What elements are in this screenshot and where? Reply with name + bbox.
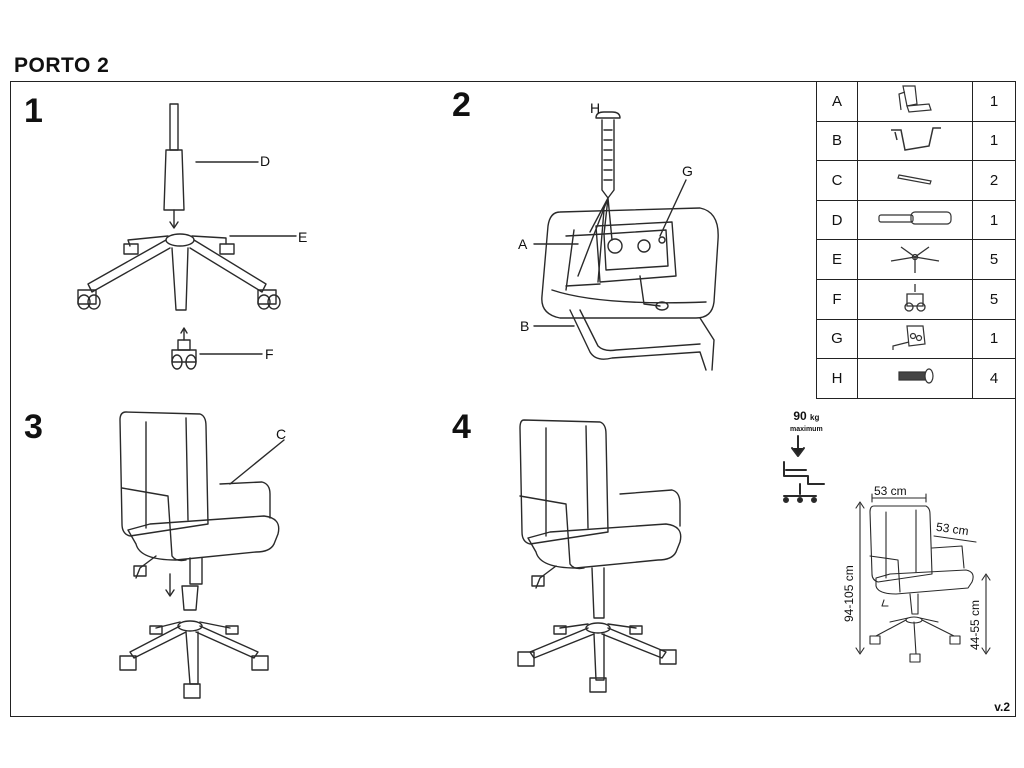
callout-e: E <box>298 229 308 245</box>
part-qty: 1 <box>972 199 1016 241</box>
load-unit: kg <box>810 413 820 422</box>
step-2-number: 2 <box>452 86 471 124</box>
part-qty: 5 <box>972 239 1016 280</box>
armrest-frame-icon <box>857 120 973 162</box>
part-qty: 2 <box>972 160 1016 201</box>
step-1-illustration <box>77 103 297 370</box>
parts-row: A 1 <box>816 81 1016 122</box>
part-qty: 1 <box>972 81 1016 122</box>
parts-row: G 1 <box>816 318 1016 360</box>
step-3-illustration <box>119 411 285 699</box>
callout-h: H <box>590 100 601 116</box>
parts-table: A 1 B 1 C 2 D 1 E <box>816 81 1016 399</box>
step-4-number: 4 <box>452 408 471 446</box>
weight-limit-icon <box>783 435 825 503</box>
dimensions-illustration <box>855 493 991 663</box>
parts-row: D 1 <box>816 199 1016 241</box>
dimension-seat-height: 44-55 cm <box>968 599 982 650</box>
page-title: PORTO 2 <box>14 54 110 77</box>
gas-lift-icon <box>857 199 973 241</box>
part-letter: C <box>816 160 858 201</box>
parts-row: B 1 <box>816 120 1016 162</box>
step-3-number: 3 <box>24 408 43 446</box>
dimension-width: 53 cm <box>874 484 907 498</box>
part-letter: D <box>816 199 858 241</box>
version-label: v.2 <box>994 700 1010 714</box>
star-base-icon <box>857 239 973 280</box>
seat-back-icon <box>857 81 973 122</box>
parts-row: E 5 <box>816 239 1016 280</box>
parts-row: H 4 <box>816 358 1016 399</box>
dimension-height: 94-105 cm <box>842 565 856 622</box>
parts-row: C 2 <box>816 160 1016 201</box>
load-value: 90 <box>793 409 807 423</box>
part-qty: 1 <box>972 120 1016 162</box>
instruction-frame <box>10 81 1016 717</box>
parts-row: F 5 <box>816 278 1016 320</box>
part-qty: 4 <box>972 358 1016 399</box>
step-2-illustration <box>533 111 719 371</box>
callout-b: B <box>520 318 530 334</box>
callout-f: F <box>265 346 274 362</box>
callout-d: D <box>260 153 271 169</box>
part-letter: E <box>816 239 858 280</box>
callout-a: A <box>518 236 528 252</box>
step-4-illustration <box>517 419 682 693</box>
step-1-number: 1 <box>24 92 43 130</box>
weight-limit-label: 90 kg maximum <box>790 410 823 436</box>
load-note: maximum <box>790 426 823 433</box>
callout-g: G <box>682 163 693 179</box>
part-letter: B <box>816 120 858 162</box>
callout-c: C <box>276 426 287 442</box>
